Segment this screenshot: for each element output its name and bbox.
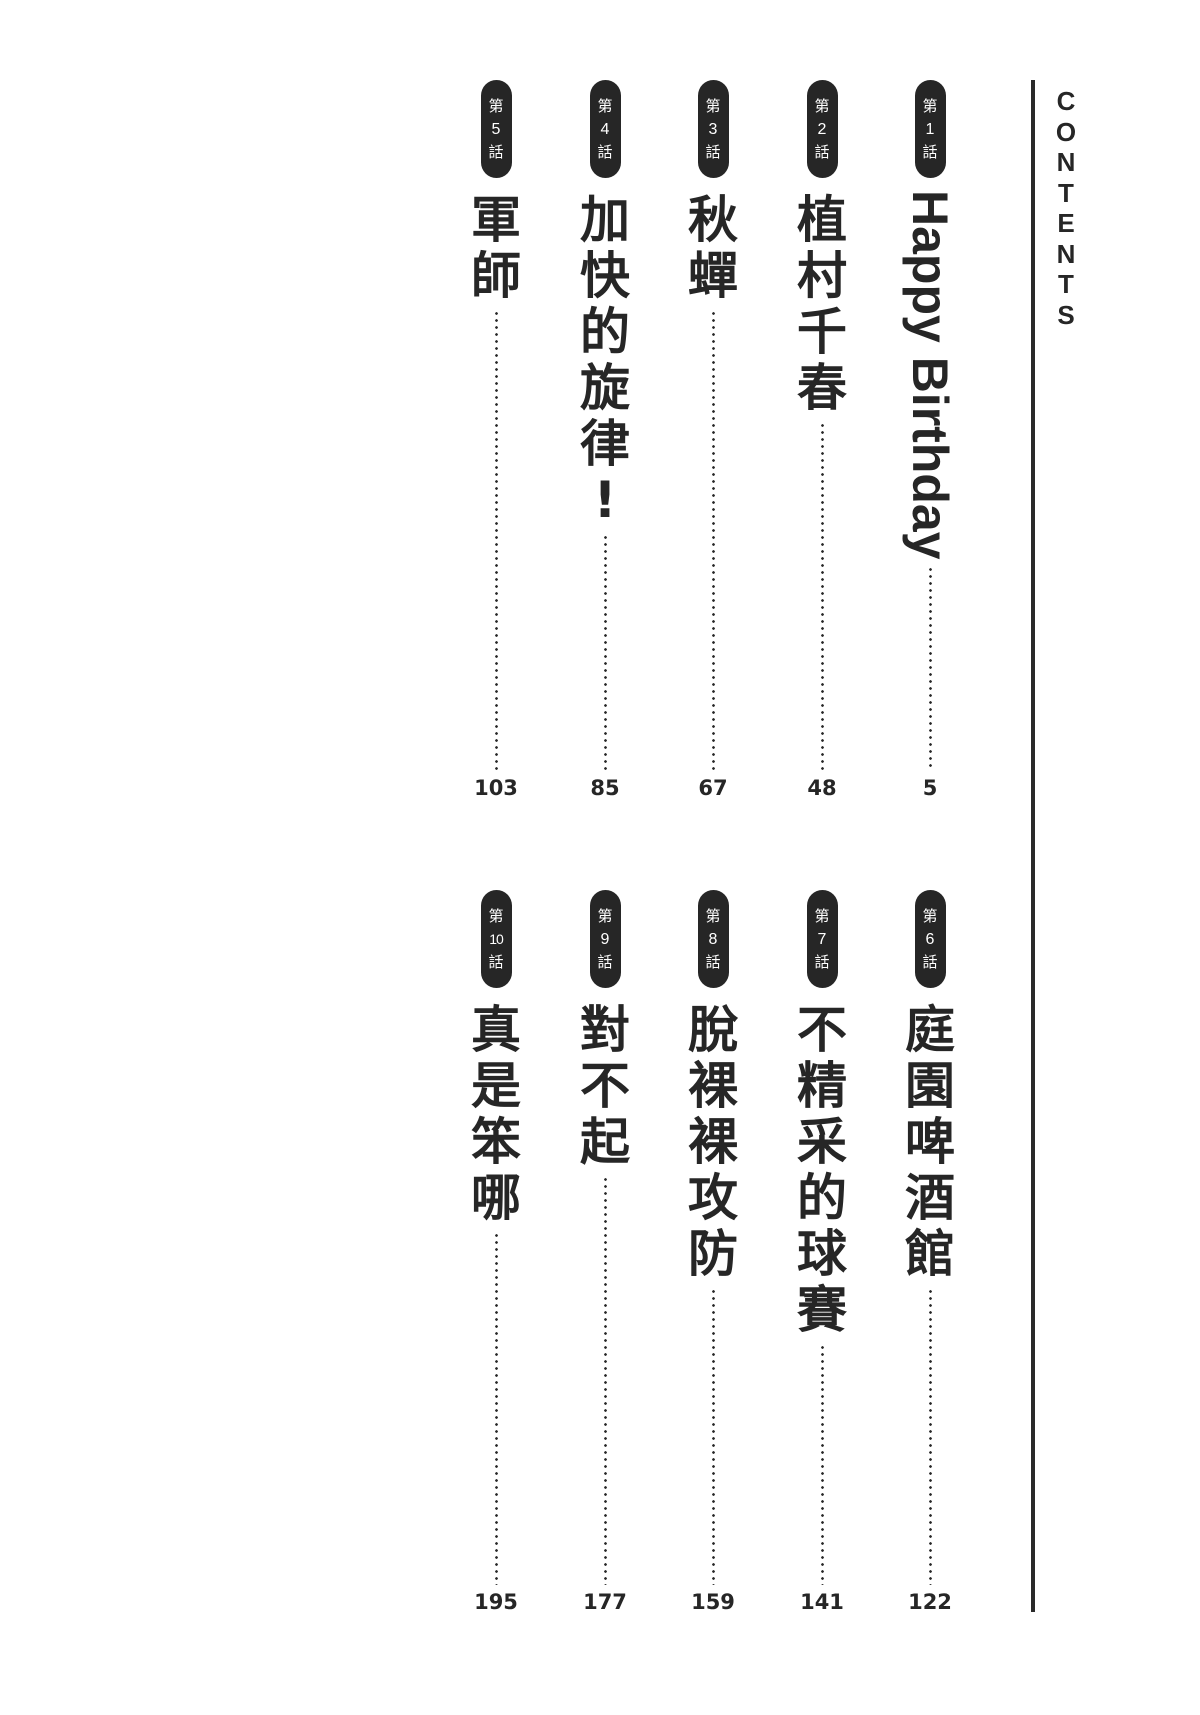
badge-number: 3 [708, 120, 718, 138]
contents-letter: O [1055, 116, 1077, 147]
badge-prefix: 第 [705, 906, 721, 925]
badge-suffix: 話 [705, 142, 721, 161]
chapter-title: 庭園啤酒館 [905, 1001, 955, 1283]
chapter-title: Happy Birthday [902, 190, 958, 560]
badge-prefix: 第 [814, 96, 830, 115]
chapter-page-number: 48 [807, 776, 837, 800]
chapter-entry[interactable]: 第 10 話真是笨哪 [466, 890, 526, 1585]
vertical-divider-rule [1031, 80, 1035, 1612]
badge-prefix: 第 [814, 906, 830, 925]
badge-prefix: 第 [922, 906, 938, 925]
chapter-number-badge: 第 4 話 [589, 80, 621, 178]
chapter-title: 真是笨哪 [471, 1001, 521, 1227]
chapter-entry[interactable]: 第 3 話秋蟬 [683, 80, 743, 770]
badge-suffix: 話 [597, 142, 613, 161]
badge-suffix: 話 [922, 142, 938, 161]
chapter-title: 植村千春 [797, 191, 847, 417]
chapter-entry[interactable]: 第 9 話對不起 [575, 890, 635, 1585]
chapter-entry[interactable]: 第 4 話加快的旋律! [575, 80, 635, 770]
chapter-number-badge: 第 10 話 [480, 890, 512, 988]
chapter-page-number: 177 [583, 1590, 627, 1614]
dotted-leader [494, 1232, 498, 1585]
badge-number: 9 [600, 930, 610, 948]
chapter-page-number: 141 [800, 1590, 844, 1614]
chapter-number-badge: 第 3 話 [697, 80, 729, 178]
chapter-page-number: 195 [474, 1590, 518, 1614]
chapter-page-number: 67 [698, 776, 728, 800]
badge-suffix: 話 [597, 952, 613, 971]
chapter-number-badge: 第 9 話 [589, 890, 621, 988]
chapter-title: 脫裸裸攻防 [688, 1001, 738, 1283]
dotted-leader [603, 1176, 607, 1585]
chapter-title: 對不起 [580, 1001, 630, 1171]
badge-suffix: 話 [814, 952, 830, 971]
dotted-leader [603, 534, 607, 770]
badge-prefix: 第 [488, 906, 504, 925]
contents-letter: S [1057, 299, 1075, 330]
badge-suffix: 話 [705, 952, 721, 971]
chapter-entry[interactable]: 第 5 話軍師 [466, 80, 526, 770]
chapter-title: 加快的旋律! [580, 191, 630, 529]
chapter-title: 不精采的球賽 [797, 1001, 847, 1339]
badge-suffix: 話 [922, 952, 938, 971]
chapter-entry[interactable]: 第 8 話脫裸裸攻防 [683, 890, 743, 1585]
dotted-leader [820, 1344, 824, 1585]
badge-number: 5 [491, 120, 501, 138]
badge-prefix: 第 [705, 96, 721, 115]
chapter-number-badge: 第 8 話 [697, 890, 729, 988]
chapter-title: 秋蟬 [688, 191, 738, 305]
chapter-page-number: 159 [691, 1590, 735, 1614]
chapter-number-badge: 第 7 話 [806, 890, 838, 988]
badge-number: 8 [708, 930, 718, 948]
chapter-entry[interactable]: 第 6 話庭園啤酒館 [900, 890, 960, 1585]
contents-letter: T [1058, 269, 1074, 299]
dotted-leader [494, 310, 498, 770]
badge-prefix: 第 [922, 96, 938, 115]
badge-suffix: 話 [488, 142, 504, 161]
chapter-entry[interactable]: 第 2 話植村千春 [792, 80, 852, 770]
chapter-page-number: 103 [474, 776, 518, 800]
contents-letter: C [1056, 86, 1076, 116]
contents-letter: E [1057, 208, 1075, 238]
dotted-leader [711, 310, 715, 770]
chapter-page-number: 5 [922, 776, 938, 800]
badge-prefix: 第 [488, 96, 504, 115]
dotted-leader [711, 1288, 715, 1585]
badge-prefix: 第 [597, 906, 613, 925]
badge-suffix: 話 [488, 952, 504, 971]
chapter-number-badge: 第 6 話 [914, 890, 946, 988]
dotted-leader [928, 1288, 932, 1585]
chapter-page-number: 122 [908, 1590, 952, 1614]
contents-letter: T [1058, 177, 1074, 208]
badge-prefix: 第 [597, 96, 613, 115]
chapter-number-badge: 第 2 話 [806, 80, 838, 178]
badge-number: 6 [925, 930, 935, 948]
chapter-page-number: 85 [590, 776, 620, 800]
badge-number: 4 [600, 120, 610, 138]
badge-number: 1 [925, 120, 935, 138]
badge-number: 10 [489, 930, 504, 947]
badge-number: 7 [817, 930, 827, 948]
contents-letter: N [1056, 238, 1076, 269]
badge-suffix: 話 [814, 142, 830, 161]
chapter-entry[interactable]: 第 7 話不精采的球賽 [792, 890, 852, 1585]
badge-number: 2 [817, 120, 827, 138]
contents-letter: N [1056, 147, 1076, 177]
chapter-number-badge: 第 5 話 [480, 80, 512, 178]
chapter-title: 軍師 [471, 191, 521, 305]
dotted-leader [928, 565, 932, 770]
chapter-number-badge: 第 1 話 [914, 80, 946, 178]
chapter-entry[interactable]: 第 1 話 Happy Birthday [900, 80, 960, 770]
dotted-leader [820, 422, 824, 770]
